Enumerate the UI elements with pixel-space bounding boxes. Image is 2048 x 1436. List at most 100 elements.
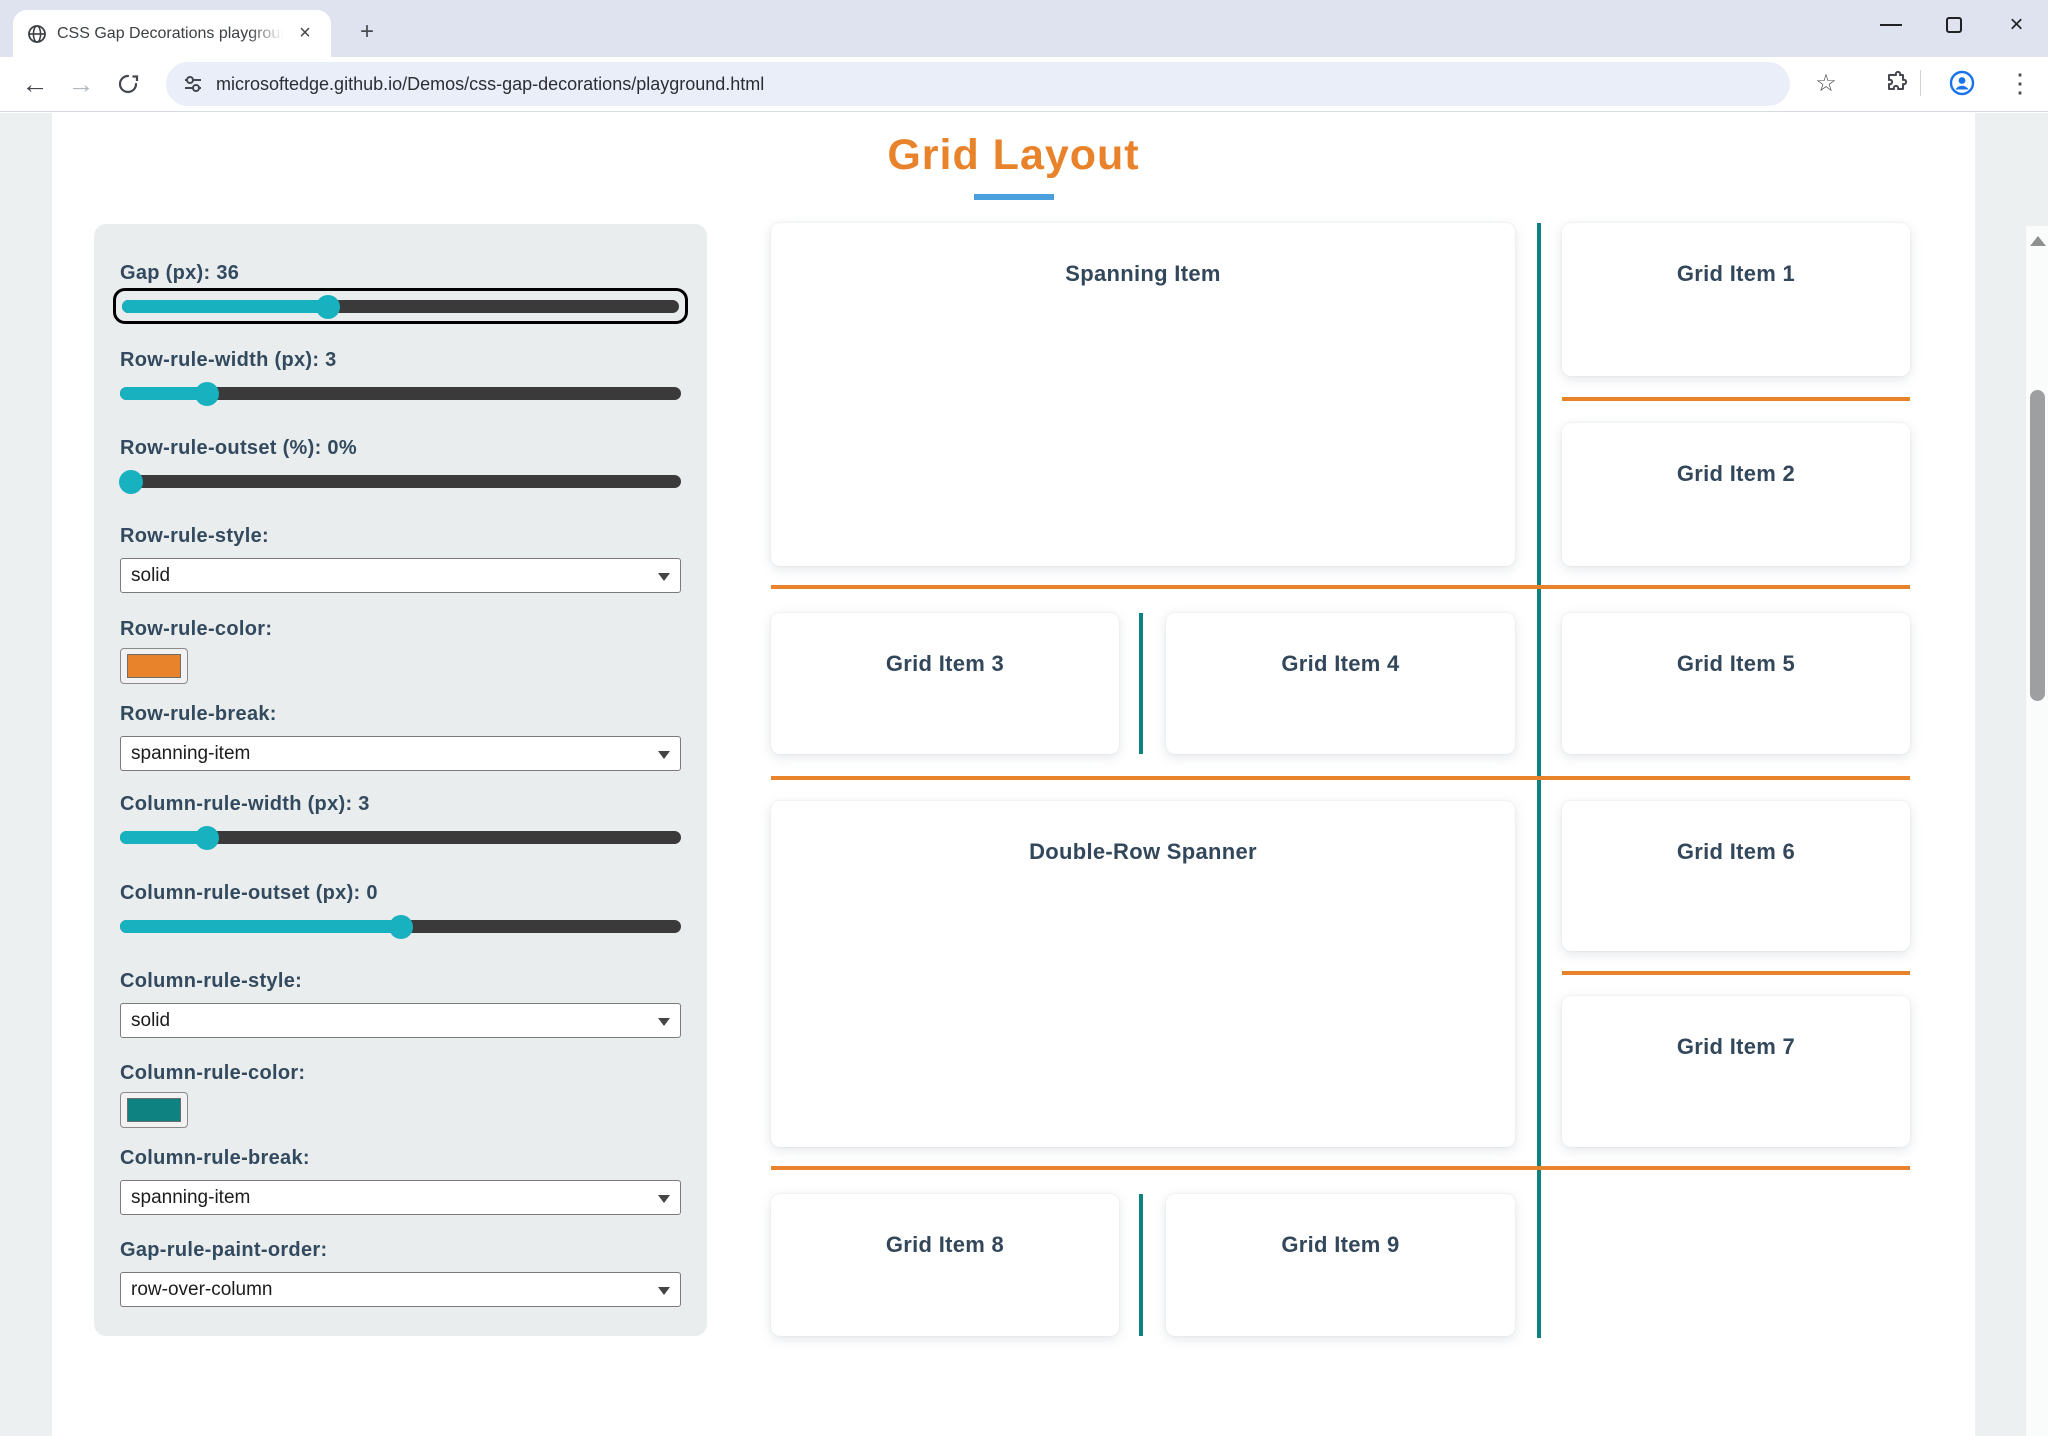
grid-item-8: Grid Item 8	[771, 1194, 1119, 1336]
active-tab[interactable]: CSS Gap Decorations playgroun ×	[13, 10, 331, 57]
minimize-icon	[1879, 24, 1902, 26]
scrollbar-thumb[interactable]	[2030, 390, 2045, 701]
window-maximize-button[interactable]	[1922, 0, 1985, 50]
scrollbar-up-arrow[interactable]	[2030, 236, 2046, 246]
row-rule-outset-label: Row-rule-outset (%): 0%	[120, 437, 357, 459]
toolbar-separator	[1920, 70, 1921, 96]
control-row-rule-style: Row-rule-style: solid	[120, 523, 681, 593]
forward-button[interactable]: →	[67, 68, 95, 99]
row-rule-segment	[771, 776, 1910, 780]
row-rule-segment	[771, 1166, 1910, 1170]
gap-rule-paint-order-label: Gap-rule-paint-order:	[120, 1239, 328, 1261]
window-close-button[interactable]: ×	[2009, 11, 2024, 38]
title-underline	[973, 194, 1054, 200]
column-rule-segment	[1139, 613, 1143, 754]
page-title: Grid Layout	[887, 131, 1140, 179]
grid-item-spanning: Spanning Item	[771, 223, 1515, 566]
row-rule-break-label: Row-rule-break:	[120, 703, 277, 725]
chevron-down-icon	[658, 1195, 670, 1203]
chevron-down-icon	[658, 1018, 670, 1026]
column-rule-style-select[interactable]: solid	[120, 1003, 681, 1038]
reload-icon	[118, 74, 139, 94]
reload-button[interactable]	[107, 63, 149, 105]
column-rule-color-picker[interactable]	[120, 1092, 188, 1128]
control-gap-rule-paint-order: Gap-rule-paint-order: row-over-column	[120, 1237, 681, 1307]
page-content: Grid Layout Gap (px): 36	[52, 113, 1975, 1436]
row-rule-width-label: Row-rule-width (px): 3	[120, 349, 337, 371]
row-rule-break-select[interactable]: spanning-item	[120, 736, 681, 771]
grid-item-7: Grid Item 7	[1562, 996, 1910, 1147]
row-rule-color-swatch	[127, 654, 181, 678]
tab-strip: CSS Gap Decorations playgroun × + ×	[0, 0, 2048, 57]
control-column-rule-style: Column-rule-style: solid	[120, 968, 681, 1038]
site-info-icon[interactable]	[182, 73, 204, 95]
browser-menu-button[interactable]: ⋮	[2007, 67, 2033, 98]
column-rule-outset-slider[interactable]	[120, 914, 681, 939]
column-rule-break-label: Column-rule-break:	[120, 1147, 310, 1169]
url-text: microsoftedge.github.io/Demos/css-gap-de…	[216, 73, 765, 94]
grid-item-2: Grid Item 2	[1562, 423, 1910, 566]
row-rule-segment	[1562, 971, 1910, 975]
column-rule-segment	[1139, 1194, 1143, 1336]
column-rule-outset-label: Column-rule-outset (px): 0	[120, 882, 378, 904]
column-rule-outset-slider-thumb[interactable]	[388, 914, 413, 939]
tab-title: CSS Gap Decorations playgroun	[57, 24, 283, 42]
row-rule-outset-slider-thumb[interactable]	[119, 469, 144, 494]
window-minimize-button[interactable]	[1859, 0, 1922, 50]
column-rule-width-slider-thumb[interactable]	[194, 825, 219, 850]
row-rule-segment	[1562, 397, 1910, 401]
grid-item-double-row-spanner: Double-Row Spanner	[771, 801, 1515, 1147]
gap-slider-thumb[interactable]	[316, 294, 341, 319]
column-rule-width-slider[interactable]	[120, 825, 681, 850]
grid-item-4: Grid Item 4	[1166, 613, 1515, 754]
control-column-rule-break: Column-rule-break: spanning-item	[120, 1145, 681, 1215]
extensions-icon[interactable]	[1876, 63, 1916, 103]
chevron-down-icon	[658, 573, 670, 581]
column-rule-color-label: Column-rule-color:	[120, 1062, 306, 1084]
control-row-rule-break: Row-rule-break: spanning-item	[120, 701, 681, 771]
grid-item-6: Grid Item 6	[1562, 801, 1910, 951]
globe-favicon-icon	[28, 24, 46, 43]
row-rule-outset-slider[interactable]	[119, 469, 681, 494]
control-row-rule-color: Row-rule-color:	[120, 616, 681, 684]
puzzle-icon	[1888, 71, 1908, 90]
row-rule-width-slider[interactable]	[120, 381, 681, 406]
grid-item-1: Grid Item 1	[1562, 223, 1910, 376]
new-tab-button[interactable]: +	[359, 18, 374, 45]
row-rule-width-slider-thumb[interactable]	[194, 381, 219, 406]
vertical-scrollbar[interactable]	[2025, 226, 2048, 1436]
gap-slider[interactable]	[113, 288, 688, 324]
url-bar[interactable]: microsoftedge.github.io/Demos/css-gap-de…	[166, 62, 1790, 106]
page-background: Grid Layout Gap (px): 36	[0, 113, 2048, 1436]
controls-panel: Gap (px): 36 Row-rule-width (px): 3	[94, 224, 707, 1336]
row-rule-color-label: Row-rule-color:	[120, 618, 273, 640]
gap-rule-paint-order-select[interactable]: row-over-column	[120, 1272, 681, 1307]
chevron-down-icon	[658, 1287, 670, 1295]
grid-item-3: Grid Item 3	[771, 613, 1119, 754]
control-gap: Gap (px): 36	[113, 260, 688, 324]
tab-close-icon[interactable]: ×	[299, 21, 311, 44]
bookmark-star-icon[interactable]: ☆	[1815, 69, 1837, 97]
control-row-rule-outset: Row-rule-outset (%): 0%	[119, 435, 681, 494]
grid-item-5: Grid Item 5	[1562, 613, 1910, 754]
control-column-rule-width: Column-rule-width (px): 3	[120, 791, 681, 850]
chevron-down-icon	[658, 751, 670, 759]
maximize-icon	[1945, 17, 1962, 33]
column-rule-style-label: Column-rule-style:	[120, 970, 303, 992]
gap-label: Gap (px): 36	[120, 262, 240, 284]
control-column-rule-outset: Column-rule-outset (px): 0	[120, 880, 681, 939]
row-rule-style-select[interactable]: solid	[120, 558, 681, 593]
column-rule-width-label: Column-rule-width (px): 3	[120, 793, 370, 815]
window-controls: ×	[1859, 0, 2048, 50]
row-rule-color-picker[interactable]	[120, 648, 188, 684]
profile-icon	[1949, 70, 1975, 96]
control-row-rule-width: Row-rule-width (px): 3	[120, 347, 681, 406]
column-rule-break-select[interactable]: spanning-item	[120, 1180, 681, 1215]
back-button[interactable]: ←	[21, 68, 49, 99]
grid-demo: Spanning Item Grid Item 1 Grid Item 2 Gr…	[771, 223, 1910, 1338]
row-rule-style-label: Row-rule-style:	[120, 525, 269, 547]
column-rule-segment	[1537, 223, 1541, 1338]
grid-item-9: Grid Item 9	[1166, 1194, 1515, 1336]
profile-avatar[interactable]	[1942, 63, 1982, 103]
